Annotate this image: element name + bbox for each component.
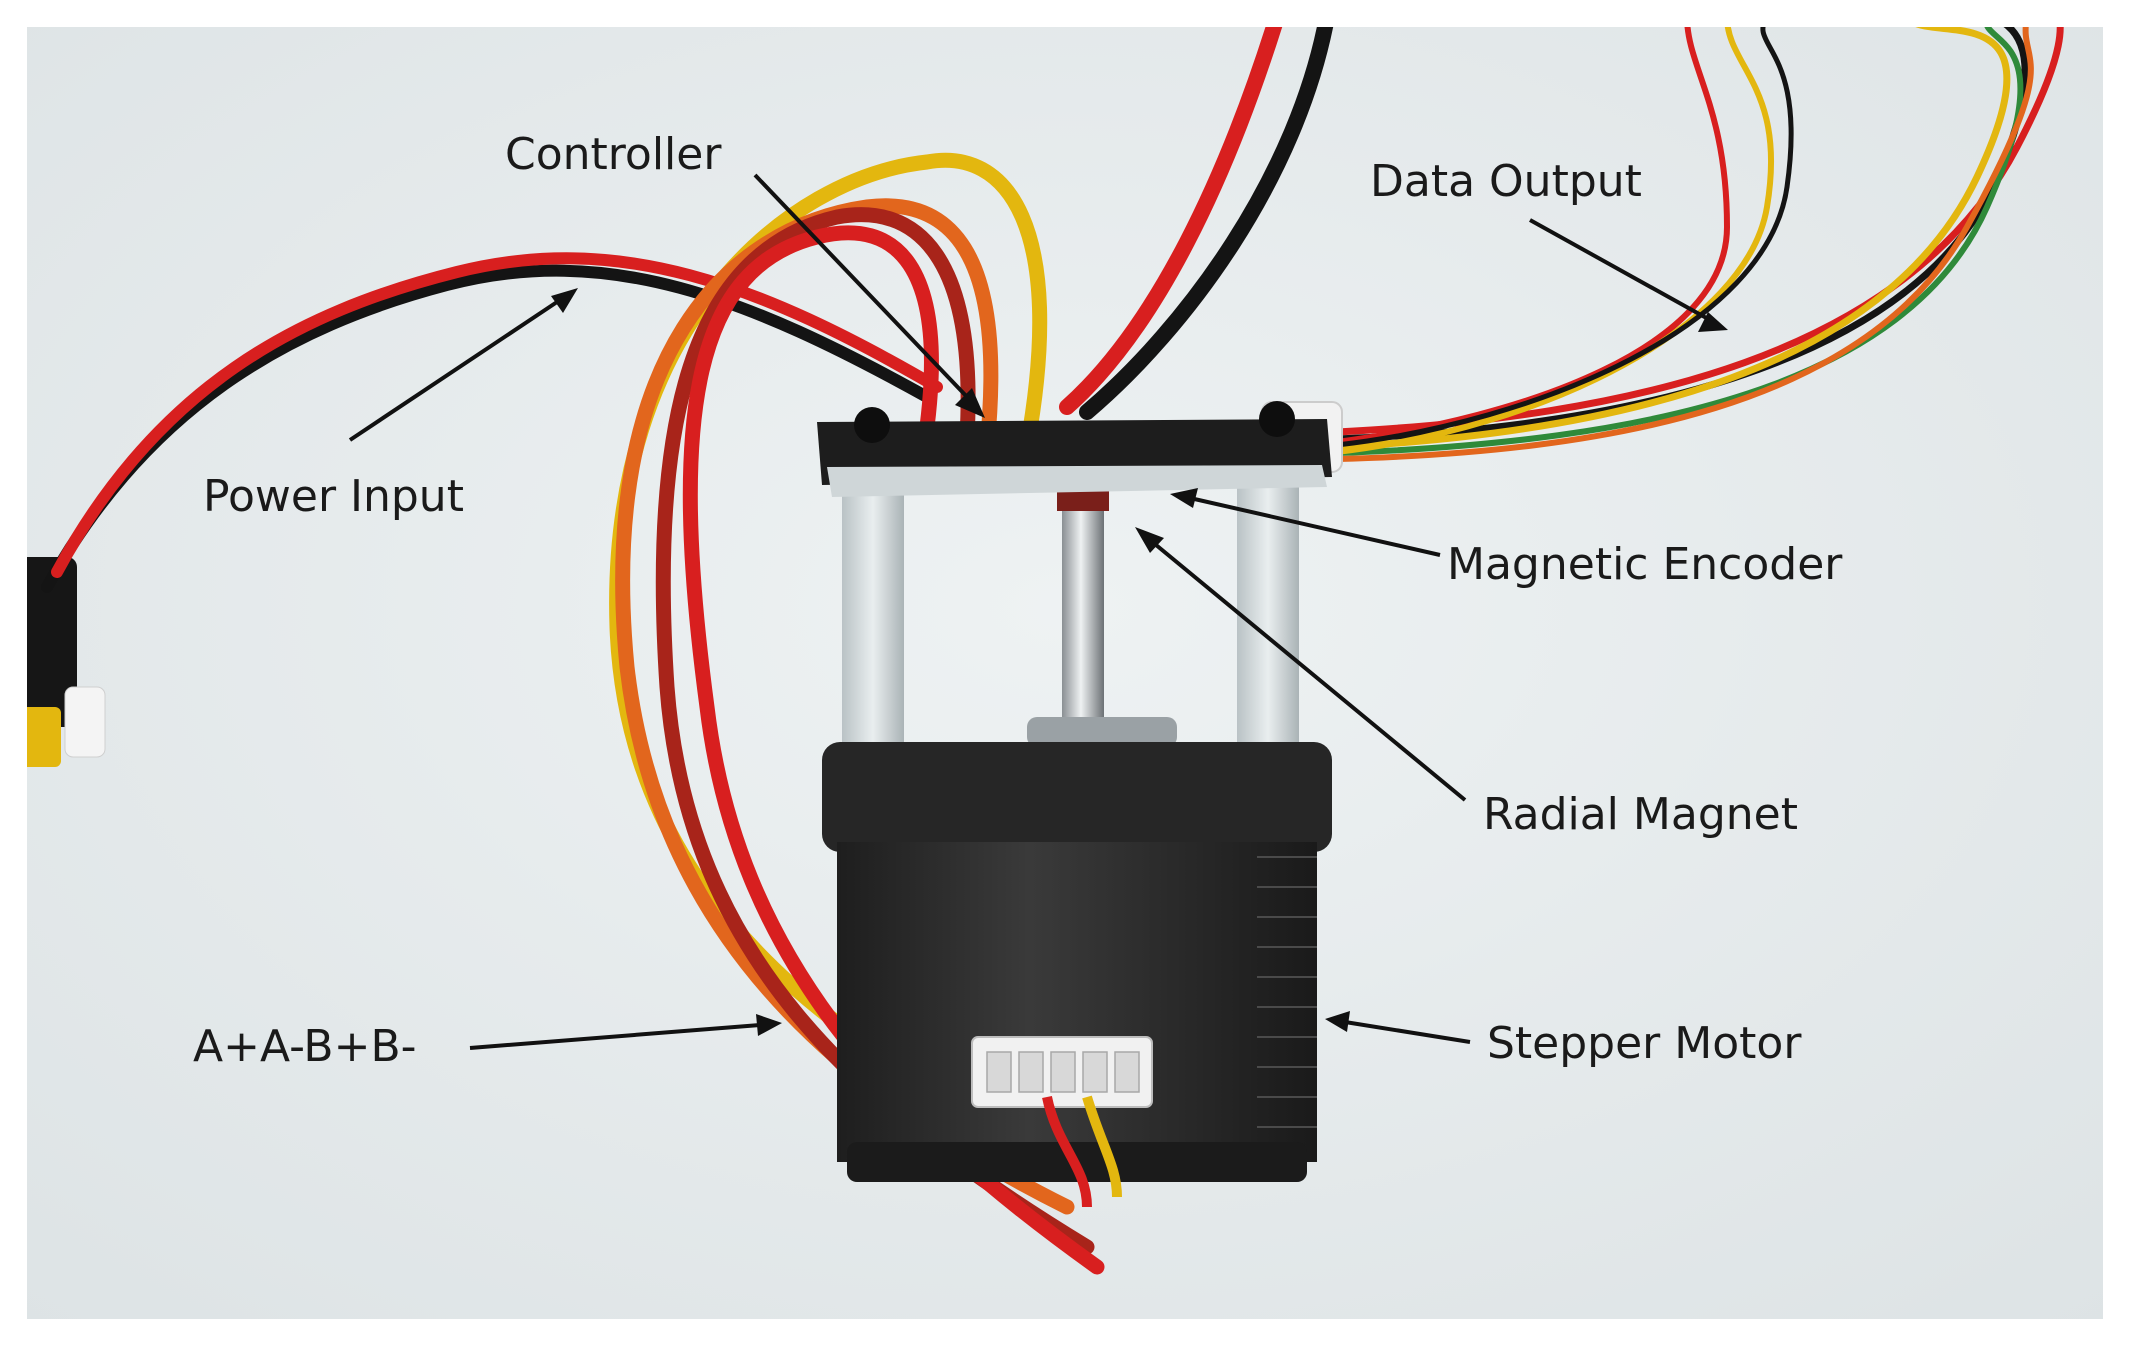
motor-flange [1027,717,1177,747]
data-wire-black-2 [1336,27,1794,448]
motor-top [822,742,1332,852]
data-wire-yellow-2 [1336,27,1775,455]
motor-shaft [1062,497,1104,757]
power-connector [27,557,77,727]
pillar-left [842,467,904,787]
data-wire-green [1336,27,2024,456]
label-power-input: Power Input [203,471,464,522]
photo-illustration [27,27,2103,1319]
top-wire-black [1079,27,1334,420]
radial-magnet [1057,489,1109,511]
data-wire-orange [1336,27,2034,462]
stepper-motor-photo [27,27,2103,1319]
motor-body [837,842,1317,1162]
top-wire-red [1059,27,1283,415]
data-wire-red-2 [1336,27,1731,445]
label-stepper-motor: Stepper Motor [1487,1018,1802,1069]
label-coil-leads: A+A-B+B- [193,1021,417,1072]
power-connector-tip [27,707,61,767]
motor-laminations [1257,856,1317,1128]
label-controller: Controller [505,129,722,180]
label-data-output: Data Output [1370,156,1642,207]
data-wire-yellow [1336,27,2011,451]
label-radial-magnet: Radial Magnet [1483,789,1798,840]
label-magnetic-encoder: Magnetic Encoder [1447,539,1843,590]
